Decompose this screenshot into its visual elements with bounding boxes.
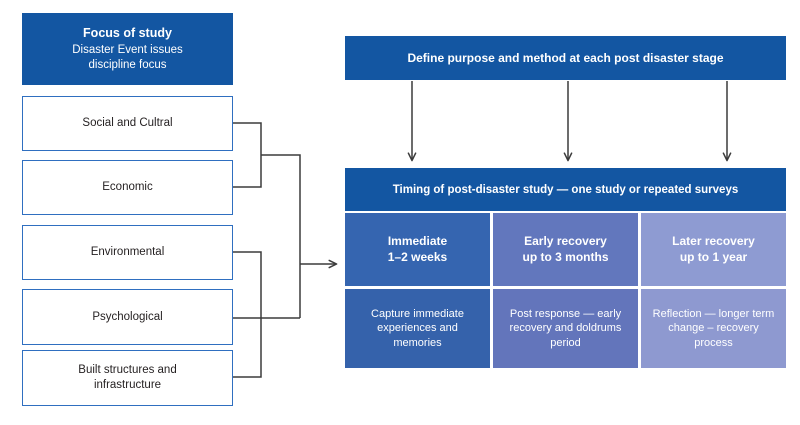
bracket-upper-pair [233,122,262,188]
post-disaster-stage-matrix: Immediate 1–2 weeks Early recovery up to… [345,213,786,368]
stage-header-line1: Early recovery [524,233,607,248]
stage-header-line2: up to 1 year [679,249,748,264]
topic-box-social-and-cultural[interactable]: Social and Cultral [22,96,233,151]
focus-subtitle-1: Disaster Event issues [72,43,183,56]
topic-box-psychological[interactable]: Psychological [22,289,233,345]
topic-label: Built structures and infrastructure [78,364,177,391]
bracket-outer-spine [261,154,301,318]
focus-title: Focus of study [83,26,172,41]
stage-header-line1: Immediate [387,233,448,248]
stage-purpose-immediate[interactable]: Capture immediate experiences and memori… [345,289,490,368]
stage-purpose-early-recovery[interactable]: Post response — early recovery and doldr… [493,289,638,368]
stage-header-line1: Later recovery [672,233,755,248]
stage-header-later-recovery[interactable]: Later recovery up to 1 year [641,213,786,286]
topic-box-environmental[interactable]: Environmental [22,225,233,280]
topic-label: Economic [102,181,153,194]
timing-of-study-bar: Timing of post-disaster study — one stud… [345,168,786,211]
stage-header-line2: 1–2 weeks [387,249,448,264]
topic-box-economic[interactable]: Economic [22,160,233,215]
define-purpose-label: Define purpose and method at each post d… [407,51,724,65]
stage-header-early-recovery[interactable]: Early recovery up to 3 months [493,213,638,286]
timing-of-study-label: Timing of post-disaster study — one stud… [392,183,739,196]
focus-of-study-header: Focus of study Disaster Event issues dis… [22,13,233,85]
focus-subtitle-2: discipline focus [88,58,167,71]
bracket-lower-pair [233,251,262,378]
topic-label: Psychological [92,310,163,323]
stage-header-line2: up to 3 months [522,249,609,264]
topic-box-built-structures-and-infrastructure[interactable]: Built structures and infrastructure [22,350,233,406]
topic-label: Social and Cultral [82,117,173,130]
topic-label: Environmental [90,246,165,259]
define-purpose-bar: Define purpose and method at each post d… [345,36,786,80]
stage-header-immediate[interactable]: Immediate 1–2 weeks [345,213,490,286]
stage-purpose-text: Capture immediate experiences and memori… [371,307,464,349]
stage-purpose-later-recovery[interactable]: Reflection — longer term change – recove… [641,289,786,368]
stage-purpose-text: Post response — early recovery and doldr… [509,307,622,349]
stage-purpose-text: Reflection — longer term change – recove… [652,307,775,349]
